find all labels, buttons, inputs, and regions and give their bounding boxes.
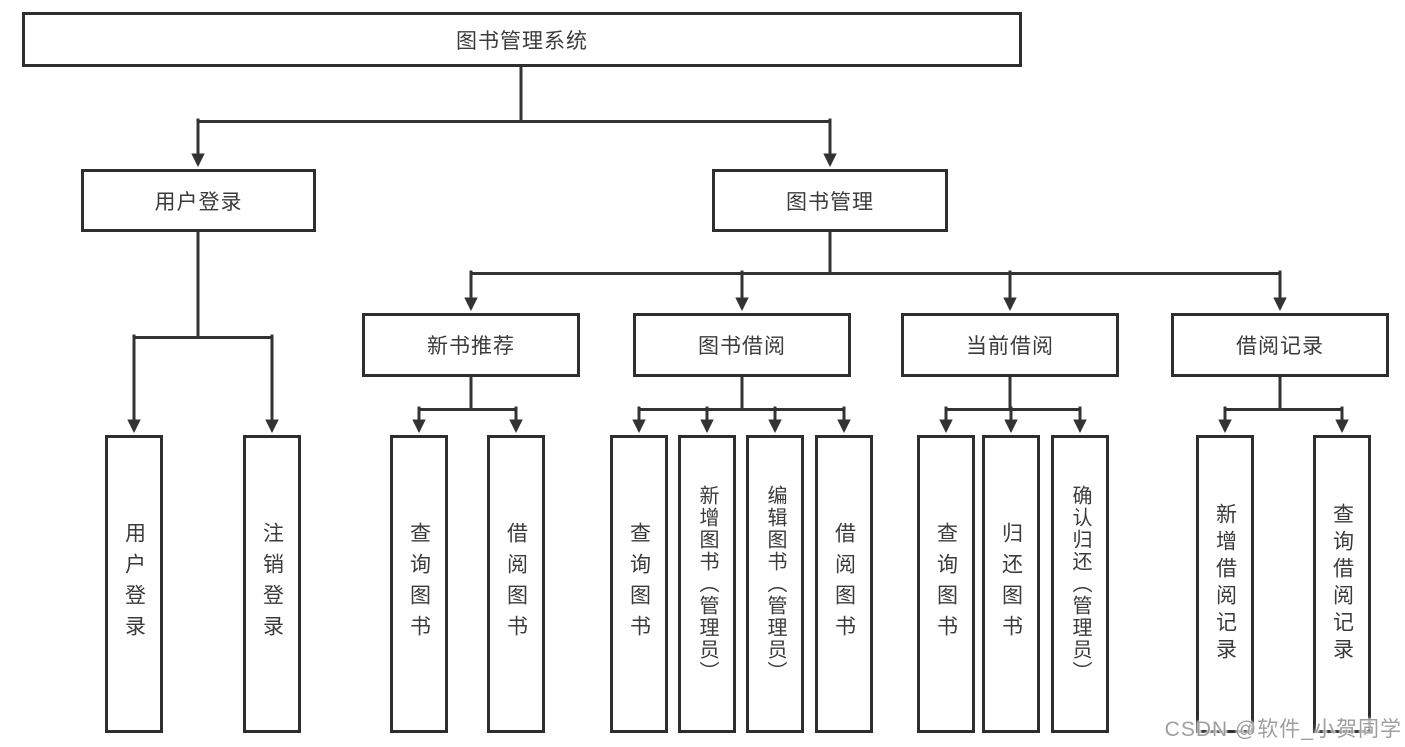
- node-book-borrow-label: 图书借阅: [698, 335, 786, 358]
- leaf-query-book-recommend-label: 查询图书: [407, 522, 431, 646]
- node-book-management: 图书管理: [712, 169, 948, 232]
- leaf-user-login-label: 用户登录: [122, 522, 146, 646]
- leaf-return-book: 归还图书: [982, 435, 1040, 733]
- leaf-query-book-current: 查询图书: [917, 435, 975, 733]
- leaf-logout: 注销登录: [243, 435, 301, 733]
- leaf-edit-book-admin-label: 编辑图书（管理员）: [764, 485, 786, 683]
- leaf-add-book-admin: 新增图书（管理员）: [678, 435, 736, 733]
- leaf-add-book-admin-label: 新增图书（管理员）: [696, 485, 718, 683]
- leaf-borrow-book-recommend-label: 借阅图书: [504, 522, 528, 646]
- node-root: 图书管理系统: [22, 12, 1022, 67]
- leaf-query-book-borrow-label: 查询图书: [627, 522, 651, 646]
- leaf-query-book-borrow: 查询图书: [610, 435, 668, 733]
- leaf-add-borrow-record-label: 新增借阅记录: [1213, 503, 1237, 665]
- leaf-borrow-book-label: 借阅图书: [832, 522, 856, 646]
- leaf-query-borrow-record: 查询借阅记录: [1313, 435, 1371, 733]
- leaf-query-borrow-record-label: 查询借阅记录: [1330, 503, 1354, 665]
- node-book-borrow: 图书借阅: [633, 313, 851, 377]
- leaf-confirm-return-admin-label: 确认归还（管理员）: [1069, 485, 1091, 683]
- node-borrow-records-label: 借阅记录: [1236, 335, 1324, 358]
- leaf-query-book-current-label: 查询图书: [934, 522, 958, 646]
- node-new-book-recommend: 新书推荐: [362, 313, 580, 377]
- node-current-borrow-label: 当前借阅: [966, 335, 1054, 358]
- node-new-book-recommend-label: 新书推荐: [427, 335, 515, 358]
- leaf-user-login: 用户登录: [105, 435, 163, 733]
- leaf-logout-label: 注销登录: [260, 522, 284, 646]
- leaf-borrow-book-recommend: 借阅图书: [487, 435, 545, 733]
- node-current-borrow: 当前借阅: [901, 313, 1119, 377]
- node-book-management-label: 图书管理: [786, 190, 874, 214]
- leaf-add-borrow-record: 新增借阅记录: [1196, 435, 1254, 733]
- leaf-borrow-book: 借阅图书: [815, 435, 873, 733]
- leaf-query-book-recommend: 查询图书: [390, 435, 448, 733]
- leaf-return-book-label: 归还图书: [999, 522, 1023, 646]
- node-root-label: 图书管理系统: [456, 29, 588, 53]
- node-borrow-records: 借阅记录: [1171, 313, 1389, 377]
- node-user-login: 用户登录: [81, 169, 316, 232]
- leaf-confirm-return-admin: 确认归还（管理员）: [1051, 435, 1109, 733]
- node-user-login-label: 用户登录: [154, 190, 243, 214]
- watermark: CSDN @软件_小贺同学: [1164, 718, 1402, 741]
- leaf-edit-book-admin: 编辑图书（管理员）: [746, 435, 804, 733]
